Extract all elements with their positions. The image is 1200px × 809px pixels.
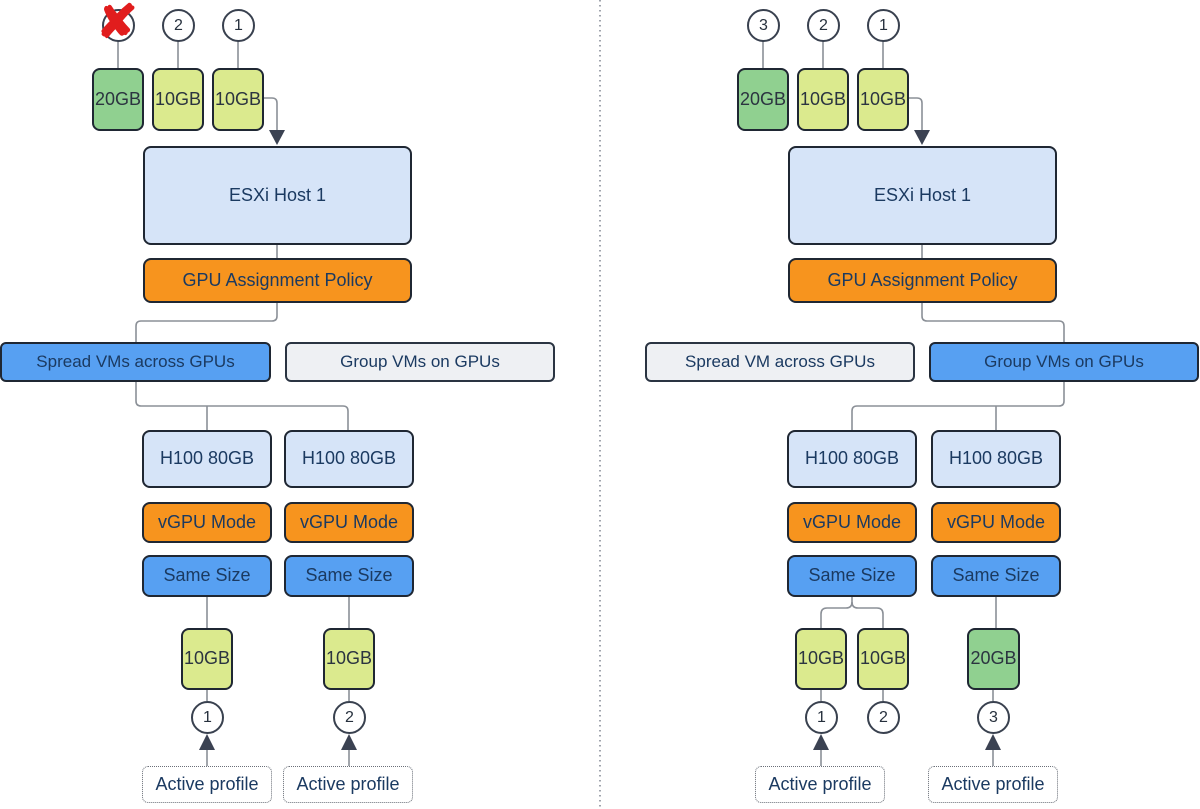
vm-number: 2 <box>174 16 183 34</box>
arrow-up-to-circle3-icon <box>985 734 1001 750</box>
active-profile-label-2: Active profile <box>283 766 413 803</box>
placed-vm-circle-2: 2 <box>333 701 366 734</box>
vm-circle-1: 1 <box>867 9 900 42</box>
vm-circle-crossed <box>102 9 135 42</box>
option-spread-vms-selected: Spread VMs across GPUs <box>0 342 271 382</box>
gpu-box-h100-1: H100 80GB <box>787 430 917 488</box>
profile-box-20gb: 20GB <box>92 68 144 131</box>
vm-number: 1 <box>879 16 888 34</box>
option-group-vms: Group VMs on GPUs <box>285 342 555 382</box>
gpu-assignment-policy-box: GPU Assignment Policy <box>788 258 1057 303</box>
vm-circle-1: 1 <box>222 9 255 42</box>
vgpu-mode-box-2: vGPU Mode <box>284 502 414 543</box>
placed-vm-circle-1: 1 <box>191 701 224 734</box>
active-profile-label-1: Active profile <box>142 766 272 803</box>
placed-profile-20gb: 20GB <box>967 628 1020 690</box>
vm-number: 2 <box>345 708 354 726</box>
same-size-box-2: Same Size <box>284 555 414 597</box>
vm-number: 1 <box>817 708 826 726</box>
placed-profile-10gb-2: 10GB <box>323 628 375 690</box>
profile-box-10gb: 10GB <box>212 68 264 131</box>
gpu-box-h100-1: H100 80GB <box>142 430 272 488</box>
arrow-up-to-circle1-icon <box>813 734 829 750</box>
option-spread-vm: Spread VM across GPUs <box>645 342 915 382</box>
placed-profile-10gb-1: 10GB <box>181 628 233 690</box>
vgpu-mode-box-2: vGPU Mode <box>931 502 1061 543</box>
arrow-up-to-circle1-icon <box>199 734 215 750</box>
arrow-up-to-circle2-icon <box>341 734 357 750</box>
same-size-box-1: Same Size <box>787 555 917 597</box>
placed-vm-circle-2: 2 <box>867 701 900 734</box>
placed-vm-circle-1: 1 <box>805 701 838 734</box>
arrowheads-left <box>199 130 357 750</box>
arrow-down-into-host-icon <box>269 130 285 145</box>
active-profile-label-1: Active profile <box>755 766 885 803</box>
placed-profile-10gb-2: 10GB <box>857 628 909 690</box>
profile-box-20gb: 20GB <box>737 68 789 131</box>
gpu-assignment-policy-box: GPU Assignment Policy <box>143 258 412 303</box>
connectors-left <box>117 41 350 768</box>
profile-box-10gb: 10GB <box>857 68 909 131</box>
profile-box-10gb: 10GB <box>152 68 204 131</box>
gpu-box-h100-2: H100 80GB <box>284 430 414 488</box>
active-profile-label-2: Active profile <box>928 766 1058 803</box>
connectors-right <box>762 41 1065 768</box>
vm-circle-2: 2 <box>807 9 840 42</box>
vgpu-mode-box-1: vGPU Mode <box>787 502 917 543</box>
vm-number: 1 <box>203 708 212 726</box>
vm-number: 3 <box>989 708 998 726</box>
same-size-box-1: Same Size <box>142 555 272 597</box>
vm-number: 1 <box>234 16 243 34</box>
esxi-host-box: ESXi Host 1 <box>143 146 412 245</box>
vm-number: 2 <box>879 708 888 726</box>
vm-number: 3 <box>759 16 768 34</box>
vm-circle-2: 2 <box>162 9 195 42</box>
vm-number: 2 <box>819 16 828 34</box>
esxi-host-box: ESXi Host 1 <box>788 146 1057 245</box>
profile-box-10gb: 10GB <box>797 68 849 131</box>
arrow-down-into-host-icon <box>914 130 930 145</box>
vgpu-mode-box-1: vGPU Mode <box>142 502 272 543</box>
gpu-box-h100-2: H100 80GB <box>931 430 1061 488</box>
placed-vm-circle-3: 3 <box>977 701 1010 734</box>
option-group-vms-selected: Group VMs on GPUs <box>929 342 1199 382</box>
vm-circle-3: 3 <box>747 9 780 42</box>
arrowheads-right <box>813 130 1001 750</box>
same-size-box-2: Same Size <box>931 555 1061 597</box>
placed-profile-10gb-1: 10GB <box>795 628 847 690</box>
